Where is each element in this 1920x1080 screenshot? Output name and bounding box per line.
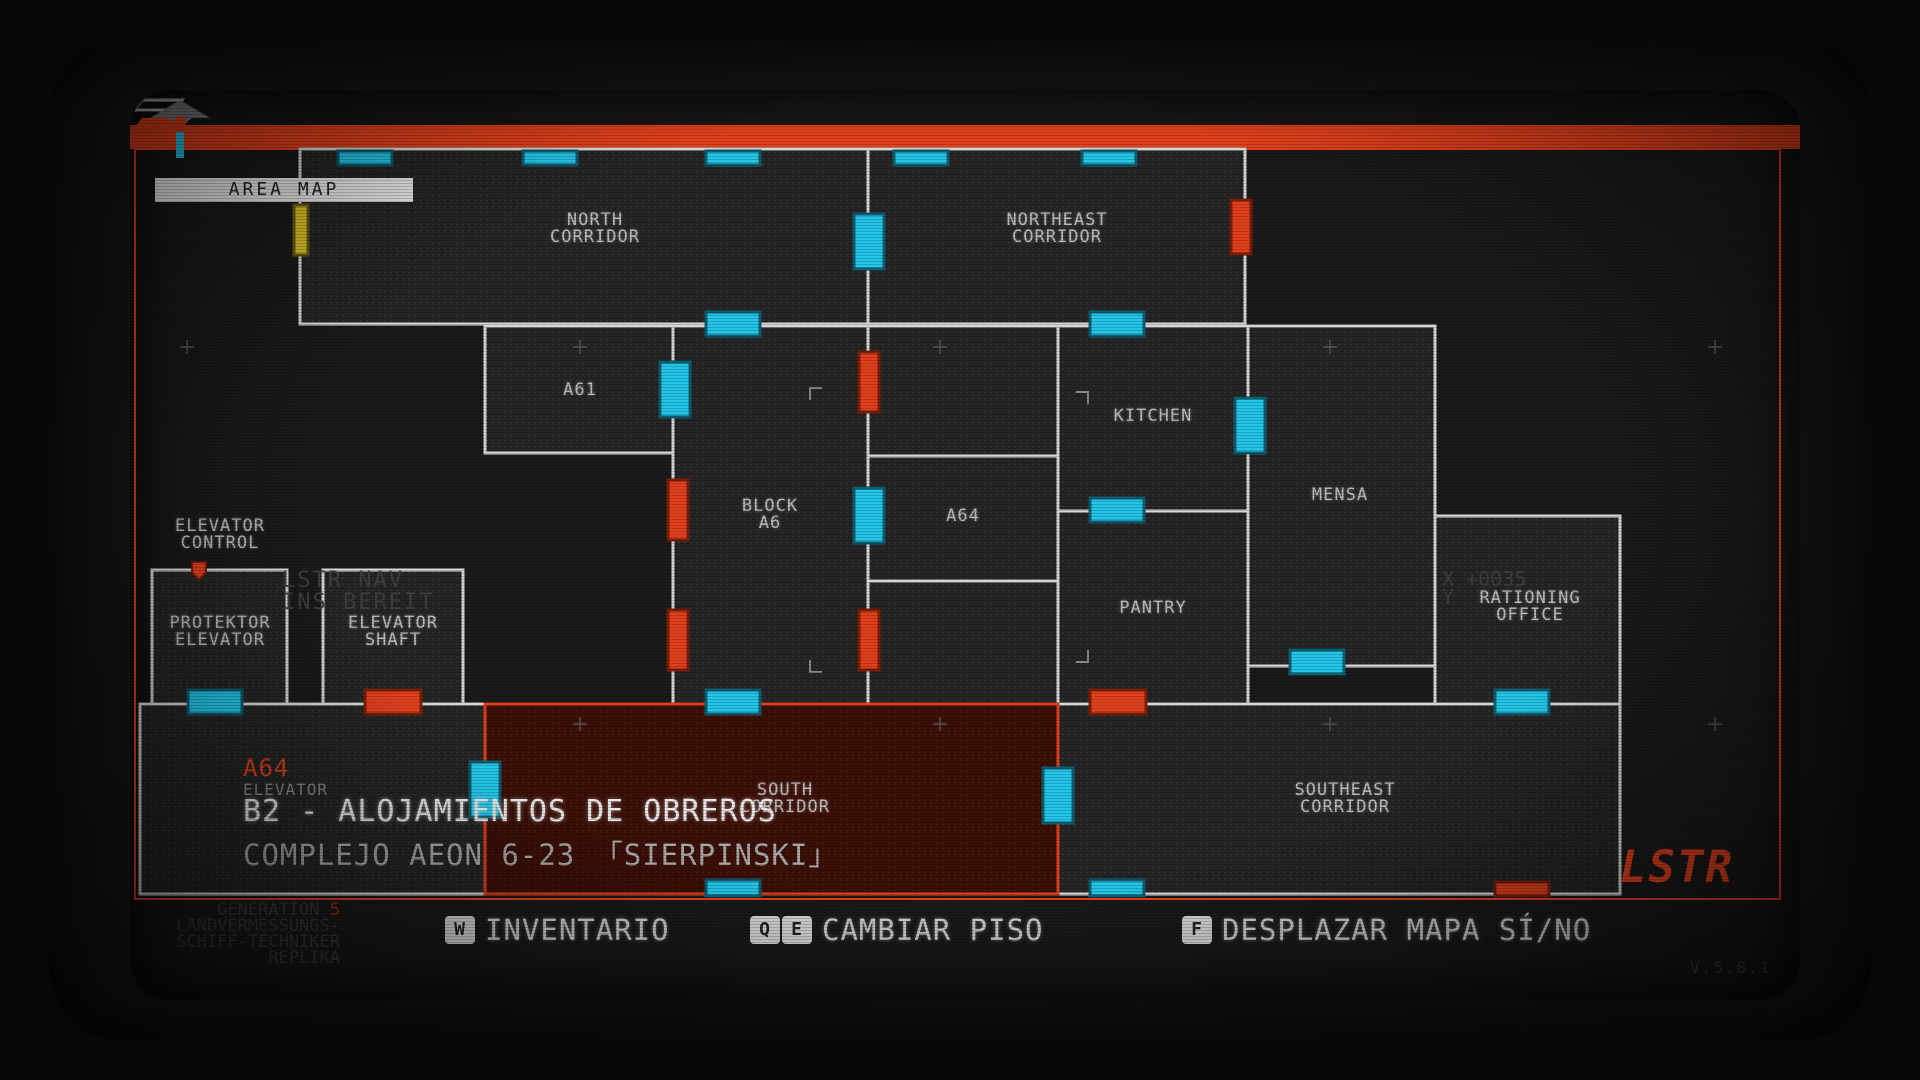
door-open (336, 149, 394, 167)
door-locked (1493, 880, 1551, 898)
door-locked (666, 608, 690, 672)
door-keycard (292, 203, 310, 257)
door-open (658, 360, 692, 419)
hint-inventory[interactable]: W INVENTARIO (445, 913, 670, 947)
lstr-logo: LSTR (1620, 842, 1734, 893)
hint-change-floor[interactable]: Q E CAMBIAR PISO (750, 913, 1044, 947)
hint-change-floor-label: CAMBIAR PISO (822, 913, 1044, 947)
area-map[interactable]: NORTH CORRIDOR NORTHEAST CORRIDOR A61 BL… (130, 90, 1800, 1000)
hint-inventory-label: INVENTARIO (485, 913, 670, 947)
label-elevator-control: ELEVATOR CONTROL (175, 516, 265, 553)
top-accent-bar (130, 125, 1800, 149)
room-a6-south (866, 579, 1060, 706)
label-kitchen: KITCHEN (1113, 406, 1193, 426)
door-open (704, 878, 762, 898)
door-open (1080, 149, 1138, 167)
door-open (1041, 766, 1075, 825)
door-open (1088, 878, 1146, 898)
door-locked (363, 688, 423, 716)
door-open (704, 149, 762, 167)
hint-scroll-map[interactable]: F DESPLAZAR MAPA SÍ/NO (1182, 913, 1591, 947)
door-open (1493, 688, 1551, 716)
version-label: V.5.8.1 (1690, 958, 1772, 977)
complex-name: COMPLEJO AEON 6-23 「SIERPINSKI」 (243, 838, 839, 872)
room-a6-north (866, 324, 1060, 458)
door-open (892, 149, 950, 167)
key-w: W (445, 916, 475, 944)
eagle-emblem-icon (150, 100, 210, 158)
current-floor-title: B2 - ALOJAMIENTOS DE OBREROS (243, 794, 777, 829)
door-open (186, 688, 244, 716)
area-map-tab[interactable]: AREA MAP (155, 178, 413, 202)
label-northeast-corridor: NORTHEAST CORRIDOR (1006, 210, 1108, 247)
crt-screen: NORTH CORRIDOR NORTHEAST CORRIDOR A61 BL… (130, 90, 1800, 1000)
door-locked (666, 478, 690, 542)
key-q: Q (750, 916, 780, 944)
floor-sub-code: A64 (243, 754, 290, 782)
door-open (1088, 496, 1146, 524)
label-elevator-shaft: ELEVATOR SHAFT (348, 613, 438, 650)
replika-info-ghost: GENERATION 5 LANDVERMESSUNGS- SCHIFF-TEC… (130, 902, 340, 968)
door-locked (857, 350, 881, 414)
door-locked (1229, 198, 1253, 256)
door-open (704, 688, 762, 716)
nav-status-overlay: LSTR NAV INS BEREIT (282, 568, 435, 615)
label-north-corridor: NORTH CORRIDOR (550, 210, 640, 247)
door-open (1233, 396, 1267, 455)
door-locked (1088, 688, 1148, 716)
door-open (521, 149, 579, 167)
ghost-line4: REPLIKA (268, 948, 340, 968)
label-mensa: MENSA (1311, 485, 1369, 505)
key-f: F (1182, 916, 1212, 944)
label-protektor-elevator: PROTEKTOR ELEVATOR (169, 613, 271, 650)
door-locked (857, 608, 881, 672)
hint-scroll-map-label: DESPLAZAR MAPA SÍ/NO (1222, 913, 1592, 947)
label-block-a6: BLOCK A6 (741, 496, 799, 533)
coordinate-readout: X +0035 Y (1442, 567, 1527, 609)
door-open (1288, 648, 1346, 676)
door-open (852, 486, 886, 545)
door-open (1088, 310, 1146, 338)
label-pantry: PANTRY (1119, 598, 1187, 618)
door-open (852, 212, 886, 271)
label-a64: A64 (946, 506, 980, 526)
key-e: E (782, 916, 812, 944)
label-southeast-corridor: SOUTHEAST CORRIDOR (1294, 780, 1396, 817)
door-open (704, 310, 762, 338)
label-a61: A61 (563, 380, 597, 400)
